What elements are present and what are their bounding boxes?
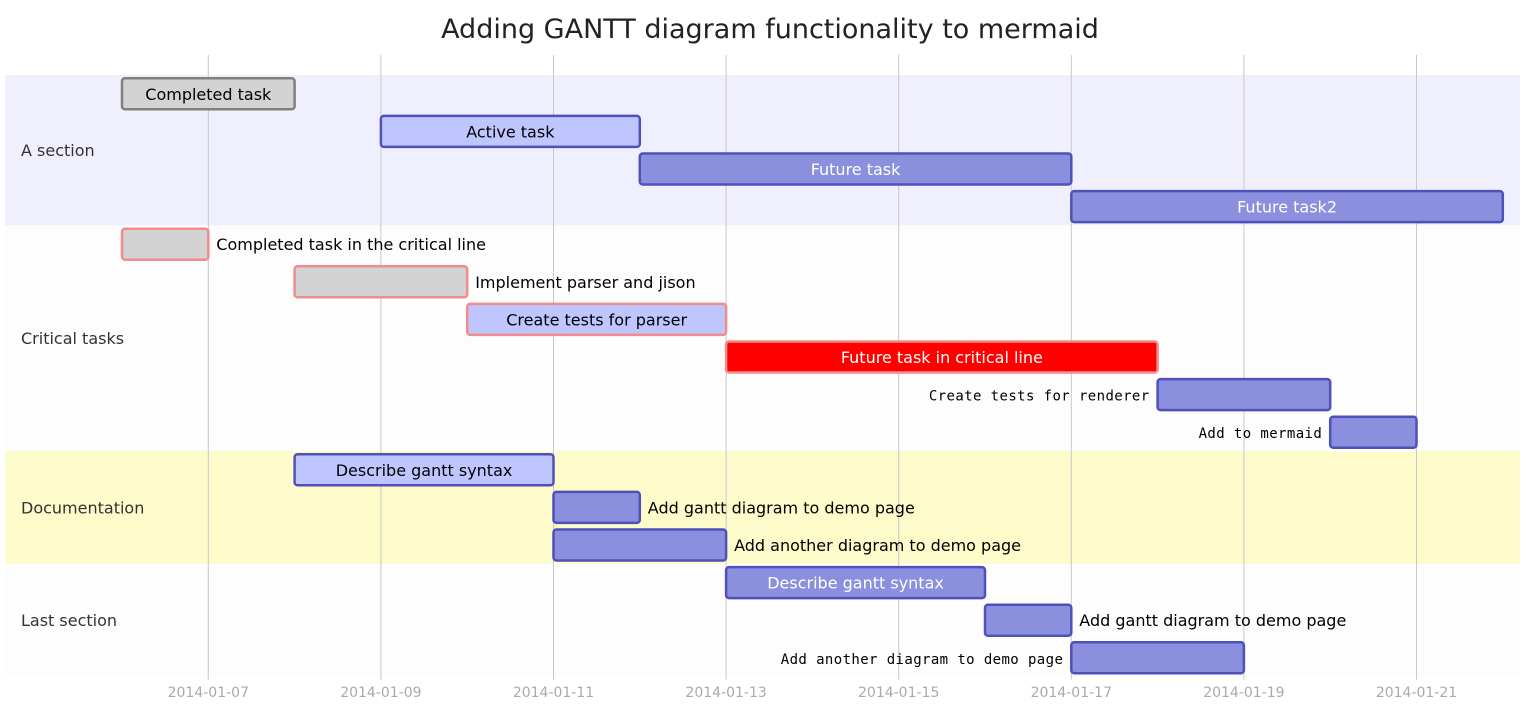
tick-label: 2014-01-07 — [168, 685, 249, 701]
task-bar — [120, 77, 296, 111]
tick-label: 2014-01-13 — [685, 685, 766, 701]
task-bar — [724, 565, 987, 600]
task-label: Describe gantt syntax — [767, 574, 944, 593]
task-label: Active task — [466, 122, 555, 141]
task-bar — [293, 265, 469, 299]
tasks-layer — [120, 77, 1505, 675]
task-bar — [552, 490, 642, 525]
task-bar — [120, 227, 210, 261]
task-label: Completed task — [145, 85, 272, 104]
tick-label: 2014-01-15 — [858, 685, 939, 701]
task-label: Add another diagram to demo page — [781, 652, 1064, 668]
tick-label: 2014-01-21 — [1376, 685, 1457, 701]
task-bar — [1070, 189, 1505, 224]
task-label: Add to mermaid — [1199, 426, 1323, 442]
task-label: Add gantt diagram to demo page — [1079, 611, 1346, 630]
task-bar — [983, 603, 1073, 637]
task-bar — [724, 340, 1159, 374]
task-label: Future task — [811, 160, 901, 179]
task-bar — [293, 453, 555, 487]
task-bar — [465, 302, 728, 337]
task-bar — [379, 114, 642, 149]
task-label: Completed task in the critical line — [216, 235, 486, 254]
task-label: Describe gantt syntax — [336, 461, 513, 480]
section-label: Documentation — [21, 498, 144, 517]
task-bar — [1070, 641, 1246, 675]
task-label: Future task in critical line — [841, 348, 1043, 367]
task-bar — [1156, 377, 1332, 412]
tick-label: 2014-01-19 — [1203, 685, 1284, 701]
section-band — [5, 225, 1520, 451]
section-label: Critical tasks — [21, 329, 124, 348]
tick-label: 2014-01-09 — [340, 685, 421, 701]
task-label: Future task2 — [1237, 198, 1337, 217]
tick-label: 2014-01-11 — [513, 685, 594, 701]
task-label: Create tests for parser — [506, 310, 687, 329]
task-label: Add another diagram to demo page — [734, 536, 1021, 555]
chart-title: Adding GANTT diagram functionality to me… — [441, 14, 1099, 45]
task-label: Add gantt diagram to demo page — [648, 498, 915, 517]
section-label: A section — [21, 141, 95, 160]
tick-label: 2014-01-17 — [1031, 685, 1112, 701]
section-band — [5, 451, 1520, 564]
task-bar — [638, 152, 1073, 186]
section-label: Last section — [21, 611, 117, 630]
task-label: Implement parser and jison — [475, 273, 695, 292]
task-bar — [552, 528, 728, 562]
task-bar — [1328, 415, 1418, 449]
task-label: Create tests for renderer — [929, 389, 1150, 405]
